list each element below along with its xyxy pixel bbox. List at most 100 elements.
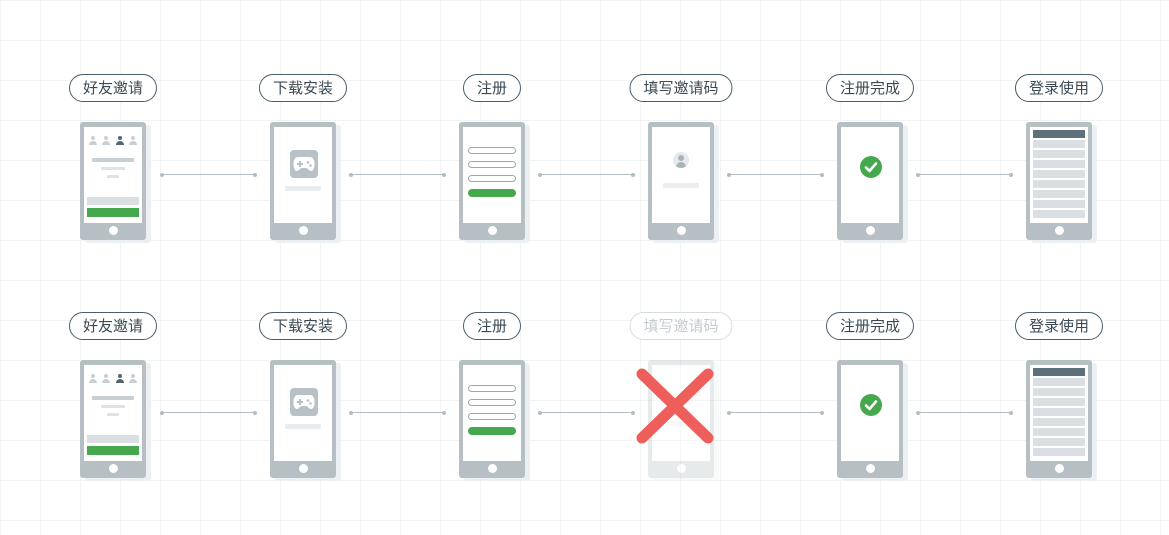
list-row-placeholder bbox=[1033, 190, 1085, 198]
step-invite-code-skipped: 填写邀请码 bbox=[611, 312, 751, 482]
list-row-placeholder bbox=[1033, 170, 1085, 178]
text-placeholder bbox=[107, 413, 119, 416]
button-placeholder bbox=[87, 197, 139, 205]
step-register: 注册 bbox=[422, 74, 562, 244]
home-button bbox=[1055, 464, 1064, 473]
step-download: 下载安装 bbox=[233, 312, 373, 482]
flow-connector bbox=[349, 172, 446, 177]
register-screen bbox=[463, 127, 521, 223]
phone-mockup bbox=[648, 122, 714, 240]
flow-connector bbox=[160, 172, 257, 177]
phone-mockup bbox=[80, 122, 146, 240]
phone-mockup bbox=[459, 360, 525, 478]
step-register-done: 注册完成 bbox=[800, 74, 940, 244]
list-row-placeholder bbox=[1033, 398, 1085, 406]
text-placeholder bbox=[663, 421, 699, 426]
step-register-done: 注册完成 bbox=[800, 312, 940, 482]
check-circle-icon bbox=[860, 156, 882, 178]
step-label[interactable]: 下载安装 bbox=[258, 74, 348, 102]
list-row-placeholder bbox=[1033, 140, 1085, 148]
home-button bbox=[866, 226, 875, 235]
flow-row-2: 好友邀请 下载安装 bbox=[0, 312, 1169, 492]
text-placeholder bbox=[101, 405, 125, 408]
home-button bbox=[488, 226, 497, 235]
list-row-placeholder bbox=[1033, 200, 1085, 208]
list-row-placeholder bbox=[1033, 378, 1085, 386]
text-placeholder bbox=[101, 167, 125, 170]
flow-connector bbox=[916, 410, 1013, 415]
input-field-placeholder bbox=[468, 413, 516, 420]
step-label[interactable]: 下载安装 bbox=[258, 312, 348, 340]
step-label[interactable]: 登录使用 bbox=[1014, 74, 1104, 102]
flow-connector bbox=[160, 410, 257, 415]
list-row-placeholder bbox=[1033, 448, 1085, 456]
step-label: 填写邀请码 bbox=[629, 312, 733, 340]
friend-avatars bbox=[84, 136, 142, 145]
app-home-screen bbox=[1030, 127, 1088, 223]
text-placeholder bbox=[285, 186, 321, 191]
flow-connector bbox=[538, 410, 635, 415]
phone-mockup bbox=[1026, 122, 1092, 240]
step-label[interactable]: 注册完成 bbox=[825, 312, 915, 340]
phone-mockup bbox=[270, 122, 336, 240]
list-row-placeholder bbox=[1033, 428, 1085, 436]
register-screen bbox=[463, 365, 521, 461]
home-button bbox=[299, 226, 308, 235]
done-screen bbox=[841, 365, 899, 461]
gamepad-icon bbox=[290, 388, 318, 416]
home-button bbox=[109, 464, 118, 473]
list-header-placeholder bbox=[1033, 130, 1085, 138]
list-row-placeholder bbox=[1033, 418, 1085, 426]
step-label[interactable]: 好友邀请 bbox=[68, 74, 158, 102]
step-label[interactable]: 注册完成 bbox=[825, 74, 915, 102]
list-row-placeholder bbox=[1033, 150, 1085, 158]
user-avatar-icon bbox=[673, 152, 689, 168]
friend-avatar-icon bbox=[128, 374, 137, 383]
invite-code-screen bbox=[652, 127, 710, 223]
list-row-placeholder bbox=[1033, 210, 1085, 218]
friend-avatar-icon bbox=[89, 374, 98, 383]
step-invite-code: 填写邀请码 bbox=[611, 74, 751, 244]
flow-connector bbox=[727, 172, 824, 177]
register-button-placeholder bbox=[468, 427, 516, 435]
invite-screen bbox=[84, 127, 142, 223]
friend-avatar-icon bbox=[102, 374, 111, 383]
flow-connector bbox=[538, 172, 635, 177]
friend-avatar-icon bbox=[102, 136, 111, 145]
friend-avatar-icon bbox=[128, 136, 137, 145]
friend-avatars bbox=[84, 374, 142, 383]
text-placeholder bbox=[107, 175, 119, 178]
flow-connector bbox=[916, 172, 1013, 177]
home-button bbox=[109, 226, 118, 235]
phone-mockup bbox=[80, 360, 146, 478]
step-label[interactable]: 注册 bbox=[462, 312, 522, 340]
list-row-placeholder bbox=[1033, 438, 1085, 446]
friend-avatar-icon bbox=[115, 374, 124, 383]
home-button bbox=[677, 464, 686, 473]
friend-avatar-icon bbox=[89, 136, 98, 145]
flow-connector bbox=[349, 410, 446, 415]
step-label[interactable]: 注册 bbox=[462, 74, 522, 102]
step-label[interactable]: 登录使用 bbox=[1014, 312, 1104, 340]
home-button bbox=[677, 226, 686, 235]
home-button bbox=[866, 464, 875, 473]
flow-row-1: 好友邀请 下载安装 bbox=[0, 74, 1169, 254]
step-login: 登录使用 bbox=[989, 312, 1129, 482]
step-label[interactable]: 填写邀请码 bbox=[629, 74, 733, 102]
home-button bbox=[488, 464, 497, 473]
list-row-placeholder bbox=[1033, 180, 1085, 188]
phone-mockup bbox=[270, 360, 336, 478]
text-placeholder bbox=[285, 424, 321, 429]
invite-screen bbox=[84, 365, 142, 461]
text-placeholder bbox=[663, 183, 699, 188]
phone-mockup bbox=[1026, 360, 1092, 478]
register-button-placeholder bbox=[468, 189, 516, 197]
input-field-placeholder bbox=[468, 385, 516, 392]
check-circle-icon bbox=[860, 394, 882, 416]
text-placeholder bbox=[92, 158, 134, 162]
step-label[interactable]: 好友邀请 bbox=[68, 312, 158, 340]
step-register: 注册 bbox=[422, 312, 562, 482]
gamepad-icon bbox=[290, 150, 318, 178]
accept-button-placeholder bbox=[87, 446, 139, 455]
input-field-placeholder bbox=[468, 161, 516, 168]
